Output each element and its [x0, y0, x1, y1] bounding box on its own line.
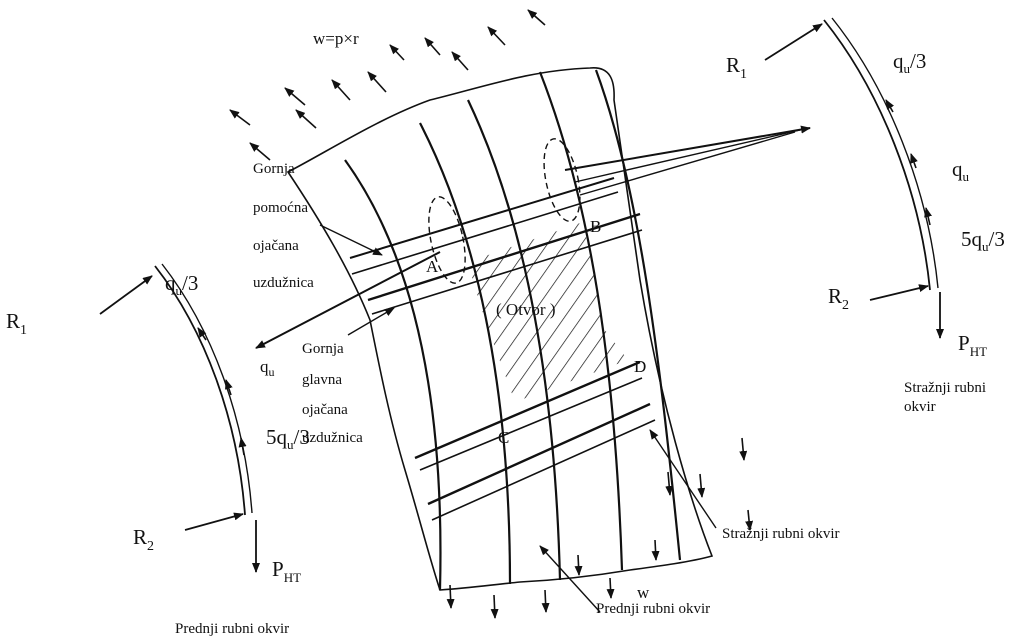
label-qthird-left: qu/3 [165, 271, 198, 298]
label-q-right: qu [952, 157, 970, 184]
front-frame-arc [154, 265, 246, 516]
rear-frame-arc [823, 19, 931, 291]
label-upper-main-4: uzdužnica [302, 430, 363, 446]
frame-3 [467, 99, 562, 581]
r2-arrow-right [869, 284, 929, 301]
shear-arrow-l2 [225, 379, 233, 396]
frame-2 [419, 122, 512, 585]
upper-aux-longeron-2 [351, 191, 619, 275]
leader-front-frame [539, 545, 601, 613]
opening-hatch [468, 222, 628, 402]
shear-arrow-l1 [197, 327, 207, 341]
leader-upper-aux [319, 224, 383, 256]
label-r1-right: R1 [726, 53, 747, 82]
label-p-left: PHT [272, 557, 301, 585]
upper-aux-longeron [349, 177, 615, 259]
label-r2-right: R2 [828, 284, 849, 313]
shear-arrow-l3 [238, 437, 247, 456]
fuselage-panel [286, 67, 714, 591]
label-upper-aux-2: pomoćna [253, 200, 308, 216]
label-upper-main-1: Gornja [302, 341, 344, 357]
leader-upper-main [347, 307, 395, 336]
load-arrow-right-2 [574, 129, 801, 183]
label-upper-main-3: ojačana [302, 402, 348, 418]
joint-ellipse-b [543, 138, 581, 222]
label-otvor: ( Otvor ) [496, 300, 555, 319]
label-upper-aux-4: uzdužnica [253, 275, 314, 291]
label-qfive-right: 5qu/3 [961, 227, 1005, 254]
label-rear-frame-2: okvir [904, 399, 936, 415]
panel-outline [286, 67, 714, 591]
load-arrow-left [255, 251, 441, 349]
lower-longeron-2 [419, 377, 643, 471]
front-frame-detail [99, 263, 260, 573]
label-qthird-right: qu/3 [893, 49, 926, 76]
lower-longeron-1 [414, 360, 641, 460]
pressure-arrows-bottom [446, 437, 754, 619]
label-point-c: C [498, 428, 509, 447]
r2-arrow-left [184, 512, 244, 531]
label-front-frame-left: Prednji rubni okvir [175, 621, 289, 637]
upper-main-longeron [367, 212, 641, 302]
frame-1 [344, 159, 442, 591]
label-w-bottom: w [637, 583, 650, 602]
label-rear-frame-panel: Stražnji rubni okvir [722, 526, 839, 542]
label-rear-frame-1: Stražnji rubni [904, 380, 986, 396]
shear-arrow-r3 [924, 207, 932, 226]
label-r1-left: R1 [6, 309, 27, 338]
lower-longeron-3 [427, 402, 651, 506]
r1-arrow-right [764, 23, 823, 61]
pressure-arrows-top [229, 9, 546, 161]
label-p-right: PHT [958, 331, 987, 359]
shear-arrow-r2 [910, 153, 918, 169]
label-upper-aux-3: ojačana [253, 238, 299, 254]
upper-main-longeron-2 [371, 229, 643, 315]
label-point-d: D [634, 357, 646, 376]
label-upper-aux-1: Gornja [253, 161, 295, 177]
label-r2-left: R2 [133, 525, 154, 554]
label-upper-main-2: glavna [302, 372, 342, 388]
label-point-a: A [426, 257, 439, 276]
r1-arrow-left [99, 275, 153, 315]
joint-ellipse-a [428, 196, 466, 284]
load-arrow-right-1 [564, 125, 811, 171]
label-point-b: B [590, 217, 601, 236]
shear-arrow-r1 [885, 99, 894, 113]
rear-frame-detail [764, 17, 944, 339]
lower-longeron-4 [431, 419, 656, 521]
label-front-frame-panel: Prednji rubni okvir [596, 601, 710, 617]
frame-5 [594, 69, 682, 561]
leader-rear-frame [649, 429, 717, 529]
frame-4 [538, 71, 624, 571]
load-arrow-right-3 [579, 131, 796, 196]
label-q-left: qu [260, 357, 275, 379]
label-w-formula: w=p×r [313, 29, 359, 48]
label-qfive-left: 5qu/3 [266, 425, 310, 452]
